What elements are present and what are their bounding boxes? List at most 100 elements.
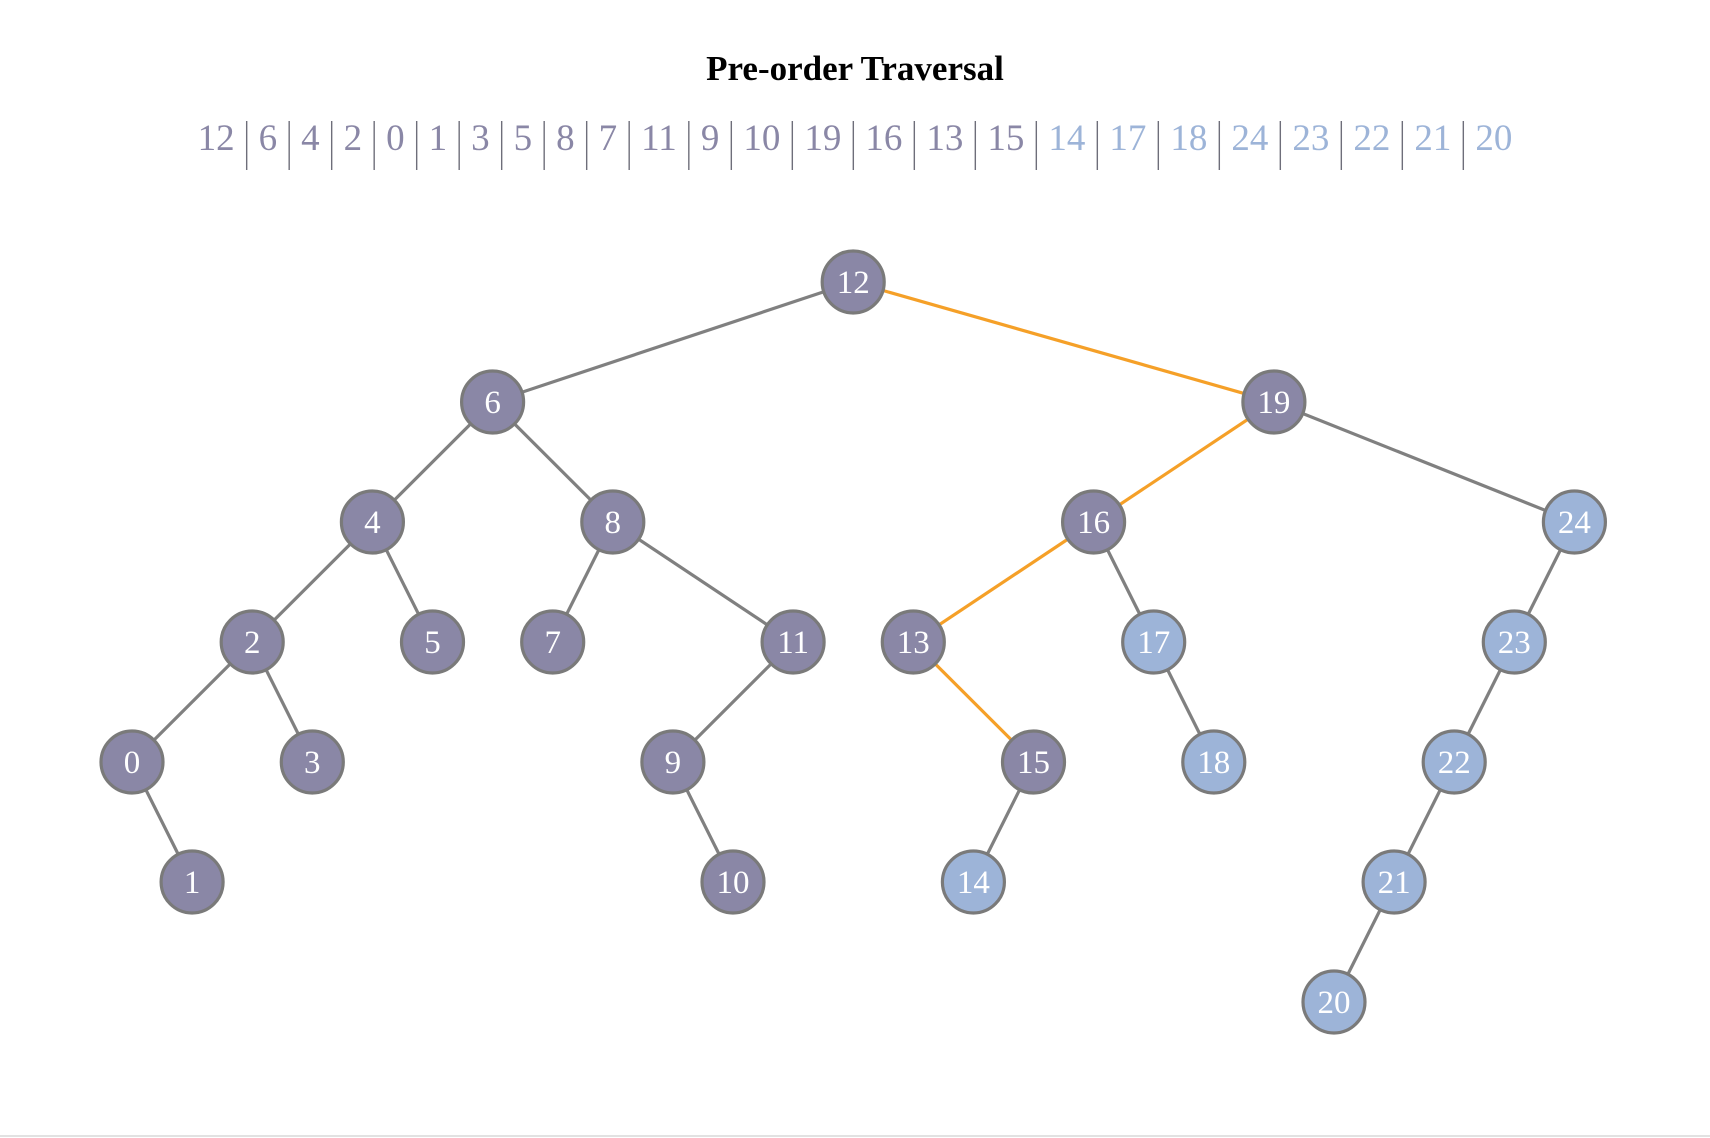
node-label: 14: [957, 865, 990, 901]
tree-node-20[interactable]: 20: [1301, 969, 1367, 1035]
sequence-item-1: 1: [429, 118, 448, 159]
tree-node-17[interactable]: 17: [1121, 609, 1187, 675]
node-label: 7: [544, 625, 561, 661]
sequence-item-13: 13: [926, 118, 963, 159]
edge-16-13: [912, 520, 1095, 644]
node-label: 18: [1197, 745, 1230, 781]
edge-19-24: [1273, 400, 1575, 524]
tree-node-15[interactable]: 15: [1000, 729, 1067, 795]
edge-12-6: [492, 280, 854, 404]
node-circle: [640, 729, 706, 795]
sequence-item-17: 17: [1109, 118, 1146, 159]
node-label: 2: [244, 625, 261, 661]
sequence-item-7: 7: [599, 118, 618, 159]
sequence-item-22: 22: [1353, 118, 1390, 159]
sequence-item-2: 2: [344, 118, 363, 159]
sequence-item-21: 21: [1414, 118, 1451, 159]
page-title: Pre-order Traversal: [706, 49, 1004, 88]
tree-node-3[interactable]: 3: [279, 729, 345, 795]
node-circle: [1121, 609, 1187, 675]
tree-edges: [130, 280, 1576, 1003]
tree-node-4[interactable]: 4: [339, 489, 405, 555]
node-label: 0: [124, 745, 141, 781]
sequence-item-16: 16: [865, 118, 902, 159]
node-label: 16: [1077, 505, 1110, 541]
sequence-item-8: 8: [556, 118, 575, 159]
node-label: 23: [1498, 625, 1531, 661]
node-label: 8: [605, 505, 622, 541]
sequence-item-18: 18: [1170, 118, 1207, 159]
sequence-item-12: 12: [198, 118, 235, 159]
tree-node-13[interactable]: 13: [880, 609, 946, 675]
tree-node-1[interactable]: 1: [159, 849, 225, 915]
node-label: 13: [897, 625, 930, 661]
tree-node-21[interactable]: 21: [1361, 849, 1427, 915]
tree-node-8[interactable]: 8: [580, 489, 646, 555]
node-label: 4: [364, 505, 381, 541]
tree-node-19[interactable]: 19: [1241, 369, 1307, 435]
tree-nodes: 12 6 19 4 8 16 24 2 5 7 11 13 17 23 0 3 9 15 18 22 1 10 14 21 20: [99, 249, 1608, 1035]
tree-node-10[interactable]: 10: [700, 849, 766, 915]
node-label: 19: [1257, 385, 1290, 421]
node-label: 22: [1438, 745, 1471, 781]
sequence-item-4: 4: [301, 118, 320, 159]
node-circle: [1301, 969, 1367, 1035]
sequence-item-14: 14: [1048, 118, 1085, 159]
node-circle: [520, 609, 586, 675]
edge-8-11: [611, 520, 794, 644]
sequence-item-9: 9: [701, 118, 720, 159]
tree-node-6[interactable]: 6: [460, 369, 526, 435]
node-label: 5: [424, 625, 441, 661]
sequence-item-20: 20: [1475, 118, 1512, 159]
node-label: 6: [484, 385, 501, 421]
sequence-item-15: 15: [987, 118, 1024, 159]
node-label: 21: [1378, 865, 1411, 901]
node-circle: [1241, 369, 1307, 435]
node-circle: [1541, 489, 1608, 555]
node-circle: [580, 489, 646, 555]
sequence-item-10: 10: [743, 118, 780, 159]
tree-node-11[interactable]: 11: [760, 609, 826, 675]
tree-node-12[interactable]: 12: [820, 249, 886, 315]
edge-19-16: [1092, 400, 1275, 524]
node-circle: [219, 609, 285, 675]
node-label: 10: [717, 865, 750, 901]
tree-node-0[interactable]: 0: [99, 729, 165, 795]
sequence-item-5: 5: [514, 118, 533, 159]
bottom-divider: [0, 1135, 1710, 1137]
sequence-item-19: 19: [804, 118, 841, 159]
tree-node-22[interactable]: 22: [1421, 729, 1487, 795]
node-circle: [1361, 849, 1427, 915]
tree-node-24[interactable]: 24: [1541, 489, 1608, 555]
sequence-item-0: 0: [386, 118, 405, 159]
sequence-item-24: 24: [1231, 118, 1268, 159]
node-circle: [399, 609, 466, 675]
node-circle: [99, 729, 165, 795]
node-label: 20: [1318, 985, 1351, 1021]
tree-node-23[interactable]: 23: [1481, 609, 1547, 675]
tree-node-5[interactable]: 5: [399, 609, 466, 675]
tree-node-9[interactable]: 9: [640, 729, 706, 795]
node-circle: [1060, 489, 1127, 555]
node-circle: [1000, 729, 1067, 795]
node-circle: [1421, 729, 1487, 795]
tree-node-2[interactable]: 2: [219, 609, 285, 675]
node-label: 11: [777, 625, 809, 661]
node-label: 15: [1017, 745, 1050, 781]
tree-node-18[interactable]: 18: [1181, 729, 1247, 795]
node-circle: [1181, 729, 1247, 795]
node-circle: [279, 729, 345, 795]
node-label: 9: [665, 745, 682, 781]
sequence-item-23: 23: [1292, 118, 1329, 159]
sequence-item-11: 11: [641, 118, 677, 159]
tree-node-16[interactable]: 16: [1060, 489, 1127, 555]
node-circle: [880, 609, 946, 675]
node-circle: [820, 249, 886, 315]
tree-node-7[interactable]: 7: [520, 609, 586, 675]
sequence-item-3: 3: [471, 118, 490, 159]
node-circle: [460, 369, 526, 435]
node-label: 17: [1137, 625, 1170, 661]
tree-node-14[interactable]: 14: [940, 849, 1007, 915]
